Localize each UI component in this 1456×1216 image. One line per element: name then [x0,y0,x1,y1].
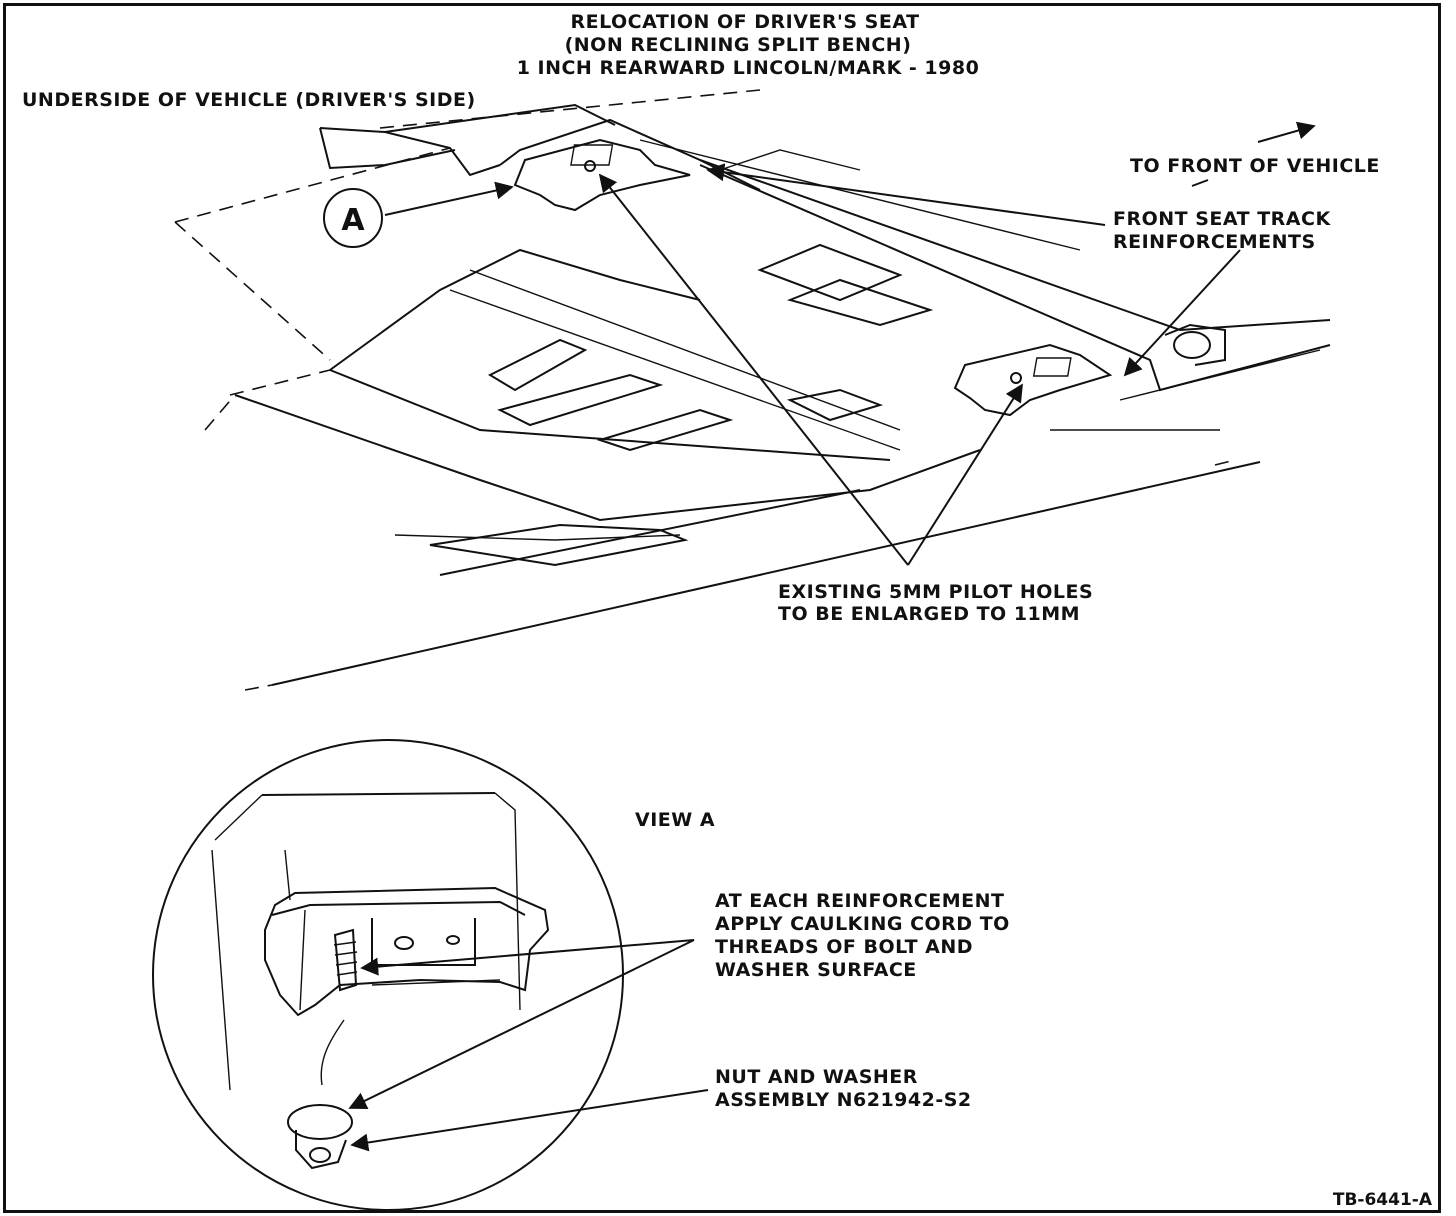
callout-a-letter: A [341,203,365,238]
front-direction-arrow [1257,121,1316,143]
reinforcement-leader-upper [706,163,1106,226]
caulk-label-line-2: APPLY CAULKING CORD TO [715,913,1010,935]
caulk-leader-bolt [360,939,695,976]
underbody-illustration [174,89,1331,691]
pilot-hole-leader-lower [907,383,1023,566]
caulk-label-line-1: AT EACH REINFORCEMENT [715,890,1004,912]
to-front-label: TO FRONT OF VEHICLE [1130,155,1380,177]
pilot-hole-leader-upper [598,173,909,566]
front-direction-tail [1191,179,1209,187]
nut-label-line-1: NUT AND WASHER [715,1066,918,1088]
pilot-holes-label-line-2: TO BE ENLARGED TO 11MM [778,603,1080,625]
nut-leader [350,1089,709,1152]
reinforcements-label-line-2: REINFORCEMENTS [1113,231,1316,253]
title-line-1: RELOCATION OF DRIVER'S SEAT [570,11,919,33]
reinforcements-label-line-1: FRONT SEAT TRACK [1113,208,1331,230]
reinforcement-leader-lower [1123,249,1241,377]
callout-a: A [323,181,514,248]
title-line-2: (NON RECLINING SPLIT BENCH) [565,34,912,56]
title-line-3: 1 INCH REARWARD LINCOLN/MARK - 1980 [517,57,980,79]
callout-a-leader [384,181,514,216]
underside-label: UNDERSIDE OF VEHICLE (DRIVER'S SIDE) [22,89,476,111]
caulk-label-line-4: WASHER SURFACE [715,959,917,981]
caulk-leader-washer [348,939,695,1109]
pilot-holes-label-line-1: EXISTING 5MM PILOT HOLES [778,581,1093,603]
nut-label-line-2: ASSEMBLY N621942-S2 [715,1089,972,1111]
figure-id: TB-6441-A [1333,1190,1433,1210]
view-a-label: VIEW A [635,809,715,831]
caulk-label-line-3: THREADS OF BOLT AND [715,936,973,958]
